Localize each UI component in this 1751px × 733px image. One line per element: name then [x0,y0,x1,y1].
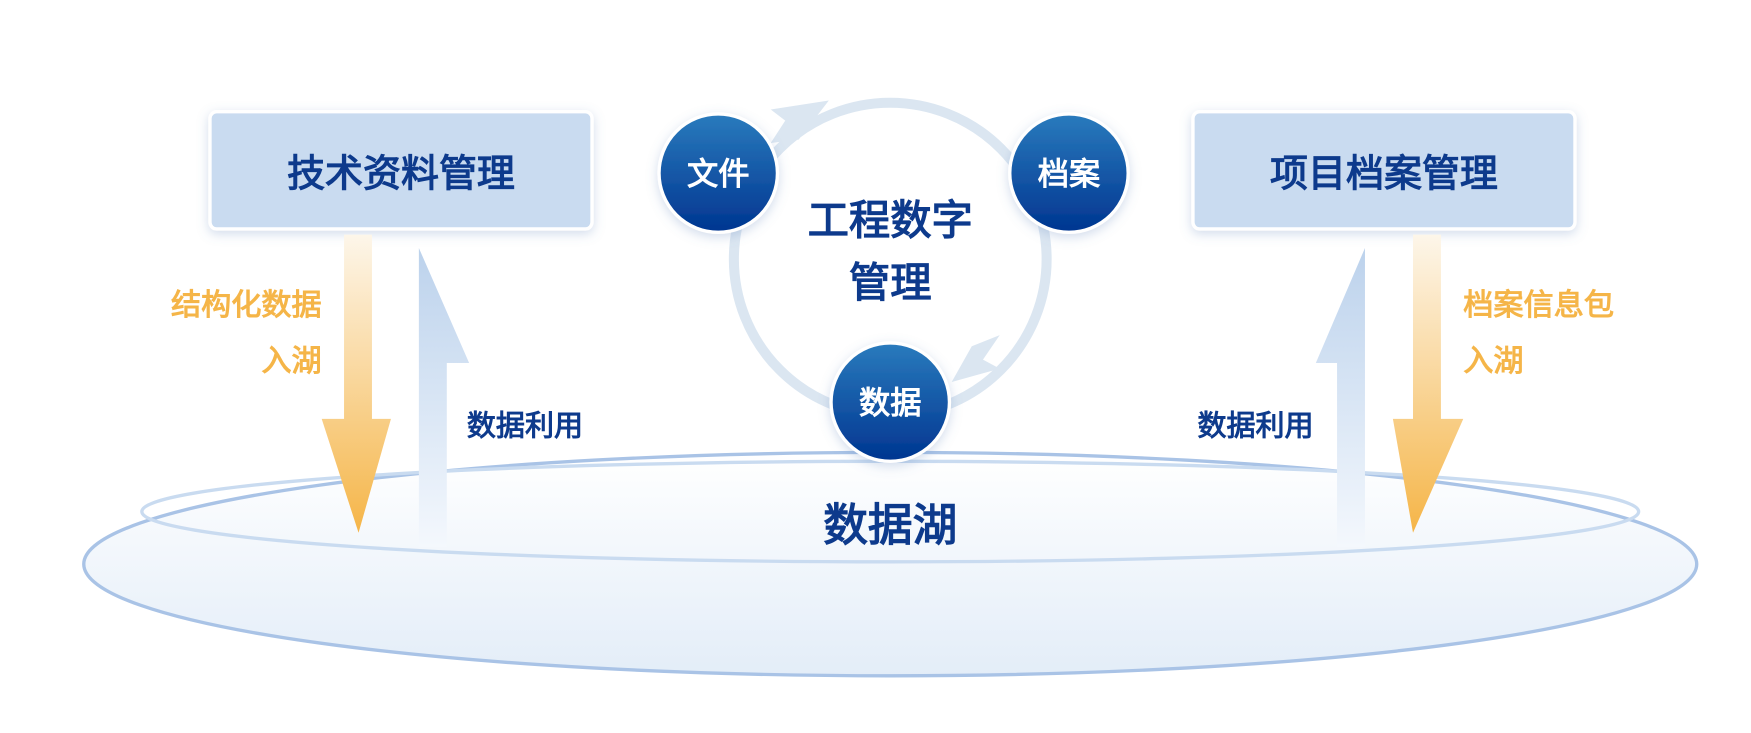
node-archive: 档案 [1008,112,1130,235]
right-use-arrow [1315,247,1365,548]
node-data: 数据 [829,341,952,463]
right-box-label: 项目档案管理 [1270,152,1498,196]
node-file-label: 文件 [687,155,750,192]
right-use-label: 数据利用 [1197,409,1313,443]
cycle-center-label-1: 工程数字 [808,197,973,245]
right-box [1191,110,1577,231]
right-ingest-label-1: 档案信息包 [1463,287,1614,323]
node-data-label: 数据 [859,385,922,421]
left-ingest-label-1: 结构化数据 [171,288,322,323]
right-ingest-label-2: 入湖 [1463,344,1523,379]
cycle-arrow-head-top [770,100,829,143]
cycle-arrow-head-bottom [951,335,1000,383]
right-ingest-arrow [1392,234,1464,533]
left-ingest-arrow [321,234,391,533]
lake-outer-ellipse [82,450,1699,678]
left-box-label: 技术资料管理 [287,152,515,196]
left-ingest-label-2: 入湖 [261,344,321,379]
cycle-center-label-2: 管理 [849,259,932,307]
lake-label: 数据湖 [823,500,957,552]
left-use-label: 数据利用 [467,409,583,443]
left-use-arrow [418,247,470,548]
node-file: 文件 [657,112,780,235]
node-archive-label: 档案 [1038,155,1101,192]
left-box [208,110,594,231]
